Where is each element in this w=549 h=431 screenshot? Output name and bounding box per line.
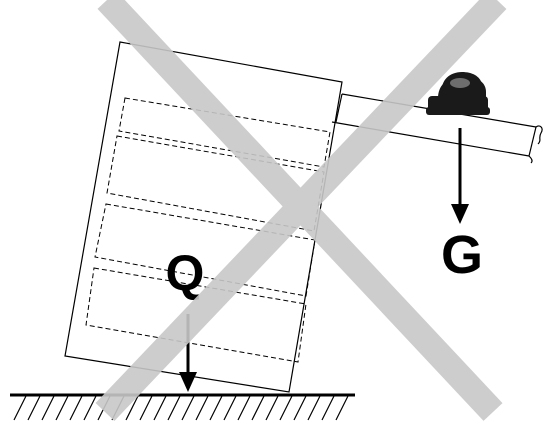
weight-force-label: G: [441, 225, 483, 285]
ground-hatching: [13, 395, 349, 421]
drawer-3: [94, 203, 316, 297]
cabinet-body: [64, 41, 343, 393]
prohibition-cross-icon: [95, 0, 507, 421]
drawer-4: [85, 267, 307, 363]
load-force-label: Q: [166, 245, 205, 301]
tilted-cabinet: [64, 41, 343, 393]
counterweight-icon: [426, 72, 490, 115]
weight-force-arrow: [451, 128, 469, 224]
